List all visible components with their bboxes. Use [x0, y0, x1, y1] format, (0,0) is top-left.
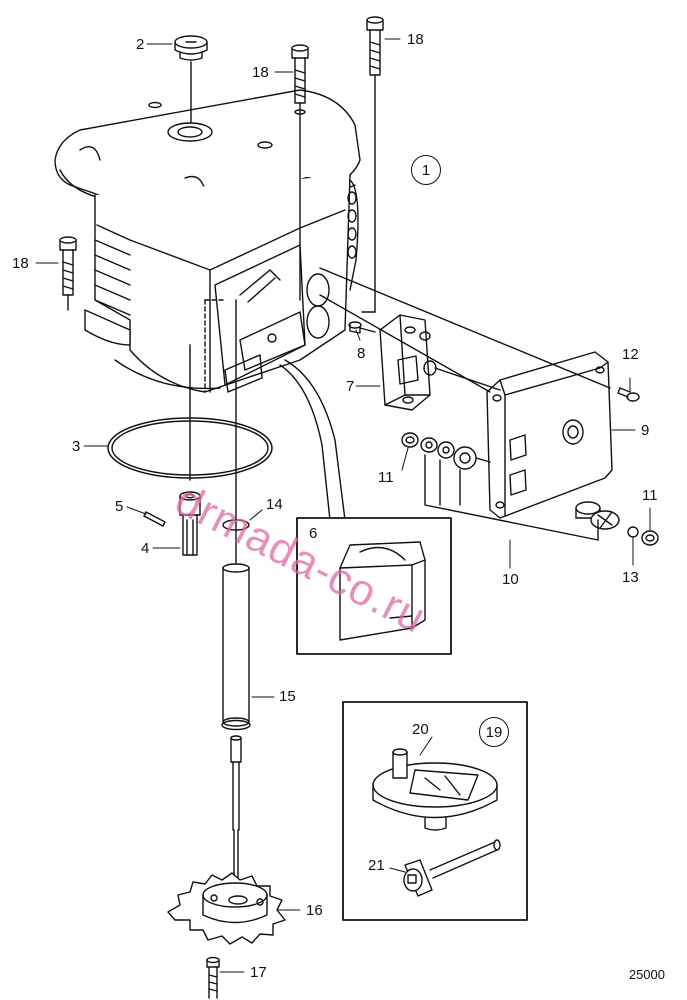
- washer-stack-10: [401, 432, 599, 541]
- callout-15: 15: [279, 688, 296, 705]
- detail-box-19: [342, 701, 528, 921]
- callout-18-left: 18: [12, 255, 29, 272]
- callout-4: 4: [141, 540, 150, 557]
- callout-9: 9: [641, 422, 650, 439]
- callout-7: 7: [346, 378, 355, 395]
- bolt-18-top: [366, 16, 384, 76]
- nut-11: [641, 530, 659, 546]
- callout-20: 20: [412, 721, 429, 738]
- plug-6: [339, 541, 426, 641]
- callout-3: 3: [72, 438, 81, 455]
- tool-20: [372, 748, 498, 831]
- callout-14: 14: [266, 496, 283, 513]
- seal-14: [222, 519, 250, 531]
- pin-5: [143, 511, 166, 527]
- callout-12: 12: [622, 346, 639, 363]
- callout-10: 10: [502, 571, 519, 588]
- callout-11-right: 11: [642, 487, 658, 504]
- screw-8: [348, 321, 376, 334]
- callout-6: 6: [309, 525, 318, 542]
- housing-body: [84, 174, 359, 393]
- callout-5: 5: [115, 498, 124, 515]
- callout-13: 13: [622, 569, 639, 586]
- washer-13: [627, 526, 639, 538]
- callout-16: 16: [306, 902, 323, 919]
- sensor-gear-16: [167, 872, 286, 945]
- callout-1: 1: [411, 155, 441, 185]
- knob-assembly: [575, 501, 620, 541]
- callout-2: 2: [136, 36, 145, 53]
- leader-lines: [35, 38, 651, 973]
- tube-15: [221, 563, 251, 731]
- callout-11-left: 11: [378, 469, 394, 486]
- bracket-7: [379, 314, 437, 411]
- screw-12: [617, 387, 640, 402]
- sensor-rod: [230, 735, 242, 881]
- coupling-4: [179, 491, 201, 556]
- bolt-18-mid: [291, 44, 309, 104]
- cable-a: [284, 359, 346, 521]
- cable-b: [279, 364, 331, 521]
- bolt-18-left: [59, 236, 77, 296]
- bolt-17: [206, 956, 220, 999]
- plug-2: [174, 35, 208, 61]
- callout-21: 21: [368, 857, 385, 874]
- callout-17: 17: [250, 964, 267, 981]
- tool-21: [403, 839, 501, 897]
- callout-18-top: 18: [407, 31, 424, 48]
- callout-19: 19: [479, 717, 509, 747]
- drawing-number: 25000: [628, 967, 665, 982]
- callout-8: 8: [357, 345, 366, 362]
- cover-9: [486, 351, 613, 519]
- callout-18-mid: 18: [252, 64, 269, 81]
